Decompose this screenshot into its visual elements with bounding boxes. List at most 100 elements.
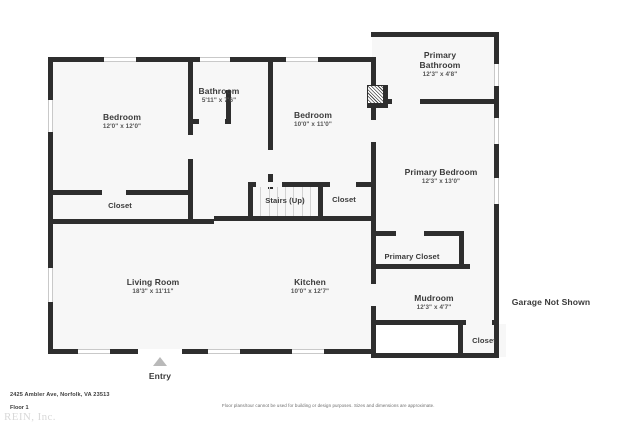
- room-dimensions: 12'0" x 12'0": [102, 123, 142, 131]
- room-name: Closet: [472, 336, 496, 345]
- window-right-primary-bathroom: [494, 64, 499, 86]
- room-name: Primary Bathroom: [419, 50, 461, 71]
- doorway-stairs-top: [256, 182, 282, 187]
- doorway-bathroom: [199, 119, 225, 124]
- window-bottom-living-2: [208, 349, 240, 354]
- doorway-closet-hall: [330, 182, 356, 187]
- room-dimensions: 12'3" x 4'7": [416, 304, 452, 312]
- window-right-primary-bedroom-1: [494, 118, 499, 144]
- wall-exterior-left: [48, 57, 53, 353]
- wall-garage-divider: [496, 286, 499, 291]
- wall-garage-divider-lower: [496, 306, 499, 311]
- room-name: Stairs (Up): [265, 196, 305, 205]
- wall-shower-bottom: [367, 103, 388, 108]
- room-fill-closet-bedroom-1: [52, 194, 192, 221]
- window-top-bedroom2: [286, 57, 318, 62]
- room-fill-primary-closet: [372, 235, 464, 268]
- doorway-mudroom-kitchen: [371, 284, 376, 306]
- doorway-closet-mudroom: [466, 320, 492, 325]
- window-right-primary-bedroom-2: [494, 178, 499, 204]
- room-dimensions: 12'3" x 13'0": [421, 178, 461, 186]
- doorway-entry-opening: [138, 349, 182, 354]
- property-address: 2425 Ambler Ave, Norfolk, VA 23513: [10, 392, 110, 398]
- room-label-living-room: Living Room 18'3" x 11'11": [127, 277, 180, 295]
- doorway-primary-bathroom: [392, 99, 420, 104]
- room-label-closet-bedroom-1: Closet: [108, 201, 132, 211]
- wall-exterior-right-lower: [494, 272, 499, 358]
- room-fill-primary-bedroom: [372, 103, 495, 235]
- room-dimensions: 12'3" x 4'8": [422, 71, 458, 79]
- entry-arrow-icon: [153, 357, 167, 366]
- room-label-bathroom: Bathroom 5'11" x 7'6": [199, 86, 240, 104]
- window-left-living-room: [48, 268, 53, 302]
- room-name: Closet: [108, 201, 132, 210]
- wall-stairs-top: [248, 182, 372, 187]
- wall-primary-closet-right: [459, 231, 464, 268]
- window-top-bathroom: [200, 57, 230, 62]
- wall-primary-bathroom-bottom: [372, 99, 495, 104]
- doorway-primary-closet: [396, 231, 424, 236]
- room-fill-primary-bathroom: [372, 36, 495, 103]
- room-name: Mudroom: [414, 293, 454, 303]
- doorway-kitchen-to-primary: [371, 120, 376, 142]
- wall-stairs-bottom: [214, 216, 376, 221]
- floor-label: Floor 1: [10, 405, 29, 411]
- wall-stairs-closet-divider: [318, 182, 323, 220]
- room-name: Kitchen: [294, 277, 326, 287]
- window-top-bedroom1: [104, 57, 136, 62]
- room-dimensions: 10'0" x 11'0": [294, 121, 332, 129]
- wall-exterior-right-upper: [494, 32, 499, 272]
- room-name: Bathroom: [198, 86, 240, 96]
- window-left-bedroom1: [48, 100, 53, 132]
- wall-interior-right-main: [371, 57, 376, 354]
- disclaimer-text: Floor plans/tour cannot be used for buil…: [222, 403, 435, 408]
- doorway-bedroom1: [188, 135, 193, 159]
- room-label-closet-mudroom: Closet: [472, 336, 496, 346]
- wall-living-room-top: [48, 219, 214, 224]
- doorway-bedroom2: [268, 150, 273, 174]
- garage-note-text: Garage Not Shown: [511, 297, 591, 307]
- wall-exterior-top-right: [371, 32, 499, 37]
- room-label-primary-bedroom: Primary Bedroom 12'3" x 13'0": [405, 167, 478, 185]
- wall-shower-right: [383, 85, 388, 99]
- room-fill-bedroom-2: [272, 61, 372, 182]
- wall-exterior-bottom-right: [371, 353, 499, 358]
- stairs-treads: [253, 187, 318, 216]
- wall-closet-mudroom-left: [458, 320, 463, 358]
- room-fill-living-kitchen: [52, 221, 372, 349]
- room-name: Living Room: [126, 277, 180, 287]
- wall-bedroom2-left: [268, 57, 273, 189]
- room-label-mudroom: Mudroom 12'3" x 4'7": [414, 293, 453, 311]
- room-dimensions: 18'3" x 11'11": [132, 288, 174, 296]
- room-name: Bedroom: [293, 110, 333, 120]
- garage-note: Garage Not Shown: [512, 297, 590, 307]
- room-label-bedroom-2: Bedroom 10'0" x 11'0": [294, 110, 332, 128]
- room-dimensions: 10'0" x 12'7": [290, 288, 330, 296]
- room-name: Bedroom: [102, 112, 141, 122]
- room-label-primary-closet: Primary Closet: [384, 252, 440, 262]
- window-bottom-living-1: [78, 349, 110, 354]
- wall-stairs-left: [248, 182, 253, 220]
- room-fill-primary-bedroom-strip: [464, 235, 495, 268]
- room-name: Closet: [332, 195, 356, 204]
- room-fill-mudroom: [372, 268, 495, 324]
- room-label-primary-bathroom: Primary Bathroom 12'3" x 4'8": [410, 50, 470, 78]
- doorway-mudroom-to-primary: [470, 264, 494, 269]
- room-fill-bathroom: [192, 61, 272, 121]
- window-bottom-kitchen: [292, 349, 324, 354]
- rein-watermark: REIN, Inc.: [4, 411, 56, 423]
- footer: 2425 Ambler Ave, Norfolk, VA 23513 Floor…: [0, 392, 640, 426]
- room-dimensions: 5'11" x 7'6": [201, 97, 237, 105]
- wall-bathroom-inner-vertical: [226, 90, 231, 124]
- room-label-kitchen: Kitchen 10'0" x 12'7": [291, 277, 329, 295]
- room-name: Primary Bedroom: [404, 167, 478, 177]
- room-fill-bedroom-1: [52, 61, 192, 194]
- room-label-stairs: Stairs (Up): [265, 196, 305, 206]
- room-name: Primary Closet: [384, 252, 440, 261]
- wall-primary-closet-bottom: [372, 264, 499, 269]
- entry-label-text: Entry: [148, 371, 172, 381]
- wall-mudroom-bottom: [372, 320, 499, 325]
- room-label-closet-hall: Closet: [332, 195, 356, 205]
- entry-label: Entry: [149, 371, 171, 381]
